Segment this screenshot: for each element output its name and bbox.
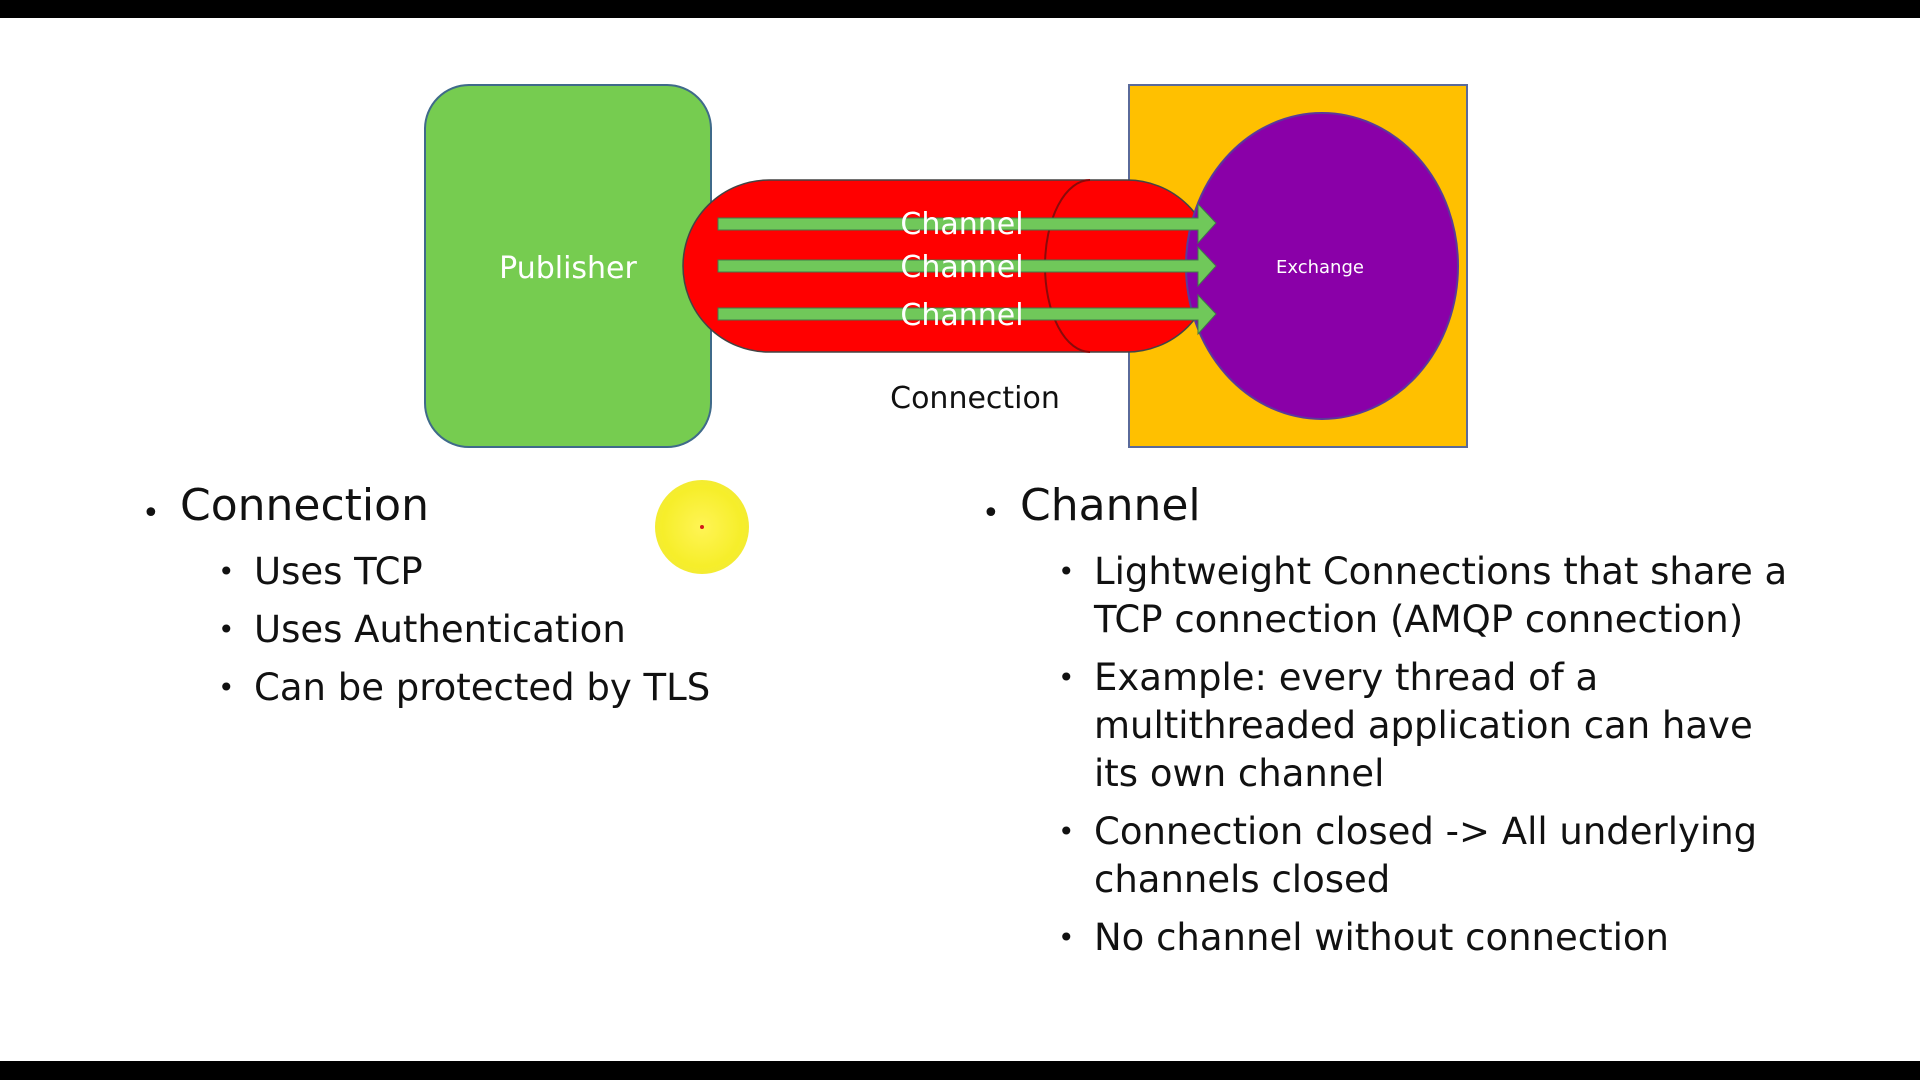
slide: Publisher Exchange Channel Channel Chann… [0, 18, 1920, 1061]
right-list-item-line: TCP connection (AMQP connection) [1094, 598, 1744, 641]
channel-arrow-1: Channel [717, 202, 1217, 245]
connection-label: Connection [890, 381, 1060, 416]
channel-arrow-3: Channel [717, 293, 1217, 336]
right-list-item-4: • No channel without connection [1058, 914, 1898, 962]
right-main-bullet: • [982, 496, 1000, 531]
pointer-highlight-icon [655, 480, 749, 574]
pointer-center-dot [700, 525, 704, 529]
bullet-dot: • [1058, 921, 1075, 954]
left-list-title: Connection [180, 480, 429, 531]
right-list-item-line: multithreaded application can have [1094, 704, 1753, 747]
left-list-item-2: • Uses Authentication [218, 606, 710, 654]
channel-label-3: Channel [900, 298, 1023, 333]
right-sub-list: • Lightweight Connections that share a T… [1058, 548, 1898, 972]
letterbox-top [0, 0, 1920, 18]
right-list-item-line: its own channel [1094, 752, 1385, 795]
bullet-dot: • [218, 555, 235, 588]
left-list-item-1: • Uses TCP [218, 548, 710, 596]
left-list-item-text: Uses Authentication [254, 608, 626, 651]
left-sub-list: • Uses TCP • Uses Authentication • Can be p… [218, 548, 710, 722]
bullet-dot: • [1058, 555, 1075, 588]
left-list-item-3: • Can be protected by TLS [218, 664, 710, 712]
right-list-item-3: • Connection closed -> All underlying ch… [1058, 808, 1898, 904]
exchange-label: Exchange [1276, 257, 1364, 278]
channel-label-1: Channel [900, 207, 1023, 242]
connection-channel-diagram: Publisher Exchange Channel Channel Chann… [424, 84, 1468, 448]
right-list-item-2: • Example: every thread of a multithread… [1058, 654, 1898, 798]
right-list-item-line: Lightweight Connections that share a [1094, 550, 1788, 593]
channel-label-2: Channel [900, 250, 1023, 285]
left-list-item-text: Can be protected by TLS [254, 666, 711, 709]
bullet-dot: • [1058, 661, 1075, 694]
bullet-dot: • [218, 671, 235, 704]
channel-arrow-2: Channel [717, 245, 1217, 288]
right-list-item-line: No channel without connection [1094, 916, 1669, 959]
publisher-label: Publisher [499, 251, 637, 286]
right-list-title: Channel [1020, 480, 1201, 531]
bullet-dot: • [1058, 815, 1075, 848]
right-list-item-line: Example: every thread of a [1094, 656, 1599, 699]
bullet-dot: • [218, 613, 235, 646]
letterbox-bottom [0, 1061, 1920, 1080]
right-list-item-line: channels closed [1094, 858, 1391, 901]
right-list-item-1: • Lightweight Connections that share a T… [1058, 548, 1898, 644]
right-list-item-line: Connection closed -> All underlying [1094, 810, 1758, 853]
left-list-item-text: Uses TCP [254, 550, 423, 593]
left-main-bullet: • [142, 496, 160, 531]
